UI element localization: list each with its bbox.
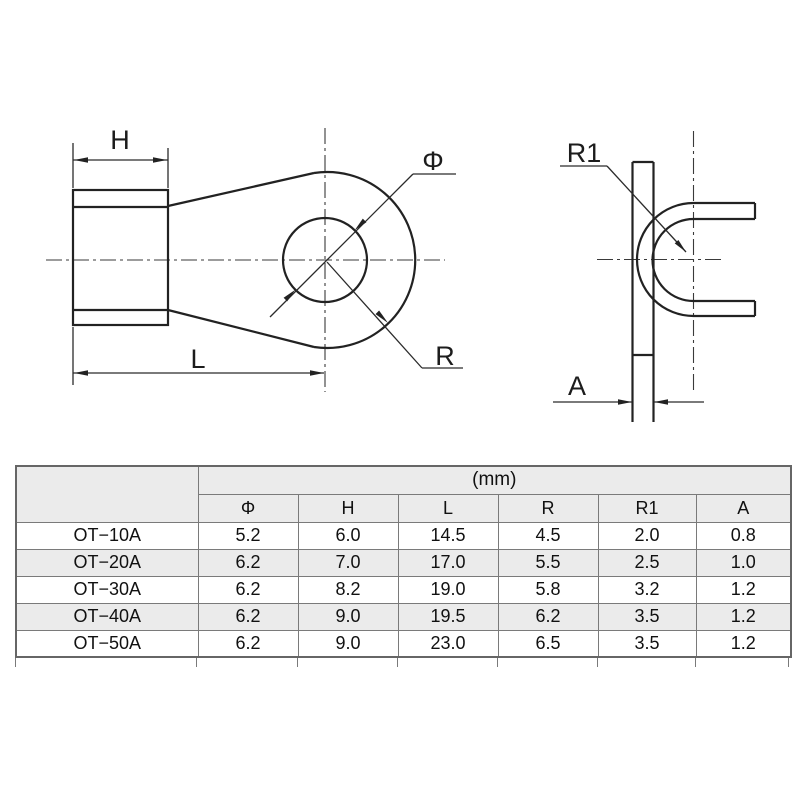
stub-line [15, 658, 16, 667]
value-cell: 3.5 [597, 602, 697, 631]
col-header-a: A [695, 493, 792, 523]
a-arrow-left-icon [618, 399, 632, 405]
side-view: R1 A [553, 131, 757, 422]
model-cell: OT−40A [15, 602, 199, 631]
value-cell: 9.0 [297, 629, 399, 658]
model-cell: OT−30A [15, 575, 199, 604]
unit-header-cell: (mm) [197, 465, 792, 495]
value-cell: 2.0 [597, 521, 697, 550]
value-cell: 6.5 [497, 629, 599, 658]
value-cell: 3.2 [597, 575, 697, 604]
value-cell: 1.2 [695, 575, 792, 604]
value-cell: 19.5 [397, 602, 499, 631]
table-row: OT−30A 6.2 8.2 19.0 5.8 3.2 1.2 [15, 575, 792, 604]
value-cell: 5.8 [497, 575, 599, 604]
stub-line [497, 658, 498, 667]
ring-outer-arc [313, 170, 417, 350]
phi-dim-label: Φ [422, 146, 444, 176]
value-cell: 19.0 [397, 575, 499, 604]
value-cell: 2.5 [597, 548, 697, 577]
stub-line [397, 658, 398, 667]
col-header-phi: Φ [197, 493, 299, 523]
value-cell: 17.0 [397, 548, 499, 577]
tongue-bottom-edge [167, 308, 315, 349]
model-cell: OT−10A [15, 521, 199, 550]
r1-dim-label: R1 [567, 138, 602, 168]
value-cell: 4.5 [497, 521, 599, 550]
col-header-r: R [497, 493, 599, 523]
front-view: H L Φ R [46, 125, 463, 392]
ring-hole-circle [281, 216, 369, 304]
col-header-h: H [297, 493, 399, 523]
r1-leader-diagonal [606, 165, 687, 253]
tongue-top-edge [167, 171, 315, 208]
value-cell: 6.2 [197, 548, 299, 577]
a-arrow-right-icon [654, 399, 668, 405]
h-dim-label: H [110, 125, 130, 155]
value-cell: 5.2 [197, 521, 299, 550]
r1-arrow-icon [674, 240, 686, 252]
curl-outer-arc [635, 201, 694, 318]
r-dim-label: R [435, 341, 455, 371]
l-arrow-left-icon [74, 370, 88, 376]
value-cell: 6.2 [197, 575, 299, 604]
spec-table: (mm) Φ H L R R1 A OT−10A 5.2 6.0 14.5 4.… [15, 465, 793, 658]
value-cell: 3.5 [597, 629, 697, 658]
value-cell: 1.0 [695, 548, 792, 577]
col-header-l: L [397, 493, 499, 523]
l-dim-label: L [190, 344, 205, 374]
phi-arrow-upper-icon [354, 218, 367, 231]
table-row: OT−40A 6.2 9.0 19.5 6.2 3.5 1.2 [15, 602, 792, 631]
technical-drawing: H L Φ R [46, 125, 757, 422]
stub-line [695, 658, 696, 667]
stub-line [196, 658, 197, 667]
value-cell: 7.0 [297, 548, 399, 577]
value-cell: 6.0 [297, 521, 399, 550]
a-dim-label: A [568, 371, 586, 401]
h-arrow-left-icon [74, 157, 88, 163]
model-cell: OT−50A [15, 629, 199, 658]
l-arrow-right-icon [310, 370, 324, 376]
value-cell: 1.2 [695, 602, 792, 631]
value-cell: 8.2 [297, 575, 399, 604]
r-leader-diagonal [326, 261, 423, 369]
col-header-r1: R1 [597, 493, 697, 523]
value-cell: 9.0 [297, 602, 399, 631]
value-cell: 14.5 [397, 521, 499, 550]
value-cell: 1.2 [695, 629, 792, 658]
value-cell: 6.2 [497, 602, 599, 631]
model-header-cell [15, 465, 199, 523]
table-row: OT−10A 5.2 6.0 14.5 4.5 2.0 0.8 [15, 521, 792, 550]
table-row: OT−20A 6.2 7.0 17.0 5.5 2.5 1.0 [15, 548, 792, 577]
value-cell: 5.5 [497, 548, 599, 577]
r-arrow-icon [375, 310, 388, 323]
stub-line [788, 658, 789, 667]
value-cell: 6.2 [197, 629, 299, 658]
value-cell: 0.8 [695, 521, 792, 550]
stub-line [597, 658, 598, 667]
curl-inner-arc [651, 217, 694, 303]
stub-line [297, 658, 298, 667]
barrel-outline [71, 188, 170, 327]
table-unit-header-row: (mm) [15, 465, 792, 523]
phi-leader-diagonal [269, 173, 414, 318]
phi-arrow-lower-icon [283, 289, 296, 302]
table-row: OT−50A 6.2 9.0 23.0 6.5 3.5 1.2 [15, 629, 792, 658]
value-cell: 6.2 [197, 602, 299, 631]
h-arrow-right-icon [153, 157, 167, 163]
value-cell: 23.0 [397, 629, 499, 658]
model-cell: OT−20A [15, 548, 199, 577]
